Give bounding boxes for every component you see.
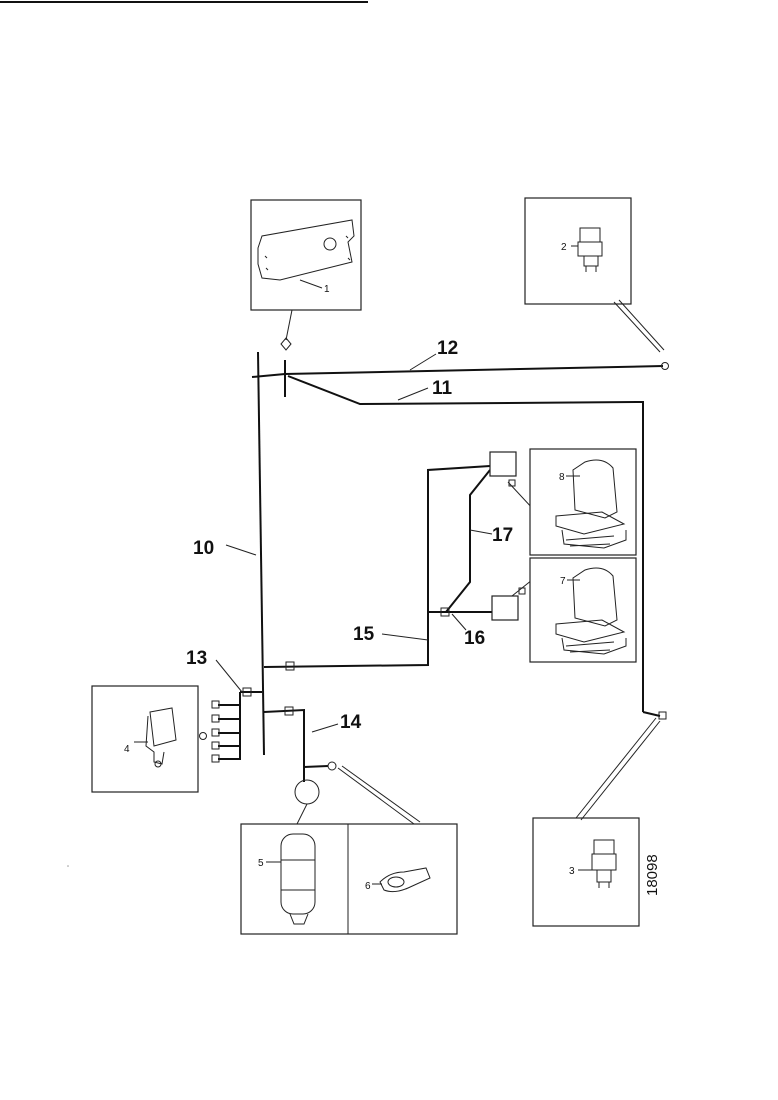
component-1-box: 1 <box>250 199 362 311</box>
pipe-13-outlets <box>211 700 240 763</box>
pipe-15-fitting <box>285 661 295 671</box>
component-2-label: 2 <box>561 242 567 253</box>
label-11: 11 <box>432 378 453 399</box>
pipe-11 <box>287 375 644 712</box>
component-4-label: 4 <box>124 744 130 755</box>
component-6-link-a <box>337 767 415 825</box>
component-6-link-b <box>341 765 421 823</box>
leader-15 <box>381 633 429 641</box>
pipe-17 <box>445 469 491 613</box>
component-5-label: 5 <box>258 858 264 869</box>
component-3-box: 3 <box>532 817 640 927</box>
component-1-link-fitting <box>280 337 292 351</box>
label-12: 12 <box>437 338 458 359</box>
leader-10 <box>225 544 257 556</box>
pipe-13-fitting <box>242 687 252 697</box>
leader-14 <box>311 723 339 733</box>
pipe-14-fitting <box>284 706 294 716</box>
label-10: 10 <box>193 538 214 559</box>
label-14: 14 <box>340 712 362 733</box>
pipe-14-branch <box>303 765 329 768</box>
pipe-14 <box>263 708 305 782</box>
leader-17 <box>469 529 493 535</box>
leader-16 <box>451 613 467 631</box>
pipe-11-end-link <box>642 711 661 717</box>
component-3-label: 3 <box>569 866 575 877</box>
label-17: 17 <box>492 525 513 546</box>
component-5-6-box: 5 6 <box>240 823 458 935</box>
component-3-link-b <box>580 720 661 821</box>
leader-12 <box>409 353 437 371</box>
seat8-link-fitting <box>508 479 516 487</box>
seat8-valve <box>489 451 517 477</box>
pipe-10 <box>257 351 265 756</box>
label-15: 15 <box>353 624 375 645</box>
component-1-link <box>285 309 293 341</box>
seat-7-label: 7 <box>560 576 566 587</box>
label-16: 16 <box>464 628 485 649</box>
pipe-15 <box>263 465 491 668</box>
seat-7-box: 7 <box>529 557 637 663</box>
label-13: 13 <box>186 648 207 669</box>
pipe-12-end-fitting <box>661 362 669 370</box>
component-1-label: 1 <box>324 284 330 295</box>
air-reservoir-symbol <box>294 779 320 805</box>
component-2-link-b <box>618 299 665 351</box>
component-2-link-a <box>613 301 661 353</box>
seat-8-label: 8 <box>559 472 565 483</box>
pipe-16-fitting <box>440 607 450 617</box>
seat-8-box: 8 <box>529 448 637 556</box>
seat7-valve <box>491 595 519 621</box>
scan-speck <box>67 865 69 867</box>
component-2-box: 2 <box>524 197 632 305</box>
component-3-link-a <box>575 717 657 819</box>
pipe-14-end-fitting <box>327 761 337 771</box>
pipe-12 <box>284 365 664 375</box>
component-6-label: 6 <box>365 881 371 892</box>
leader-11 <box>397 387 429 401</box>
pipe-10-tick <box>251 373 286 378</box>
figure-code: 18098 <box>644 854 661 896</box>
seat7-link-fitting <box>518 587 526 595</box>
air-reservoir-link <box>295 803 308 827</box>
leader-13 <box>215 659 243 693</box>
component-4-box: 4 <box>91 685 207 793</box>
